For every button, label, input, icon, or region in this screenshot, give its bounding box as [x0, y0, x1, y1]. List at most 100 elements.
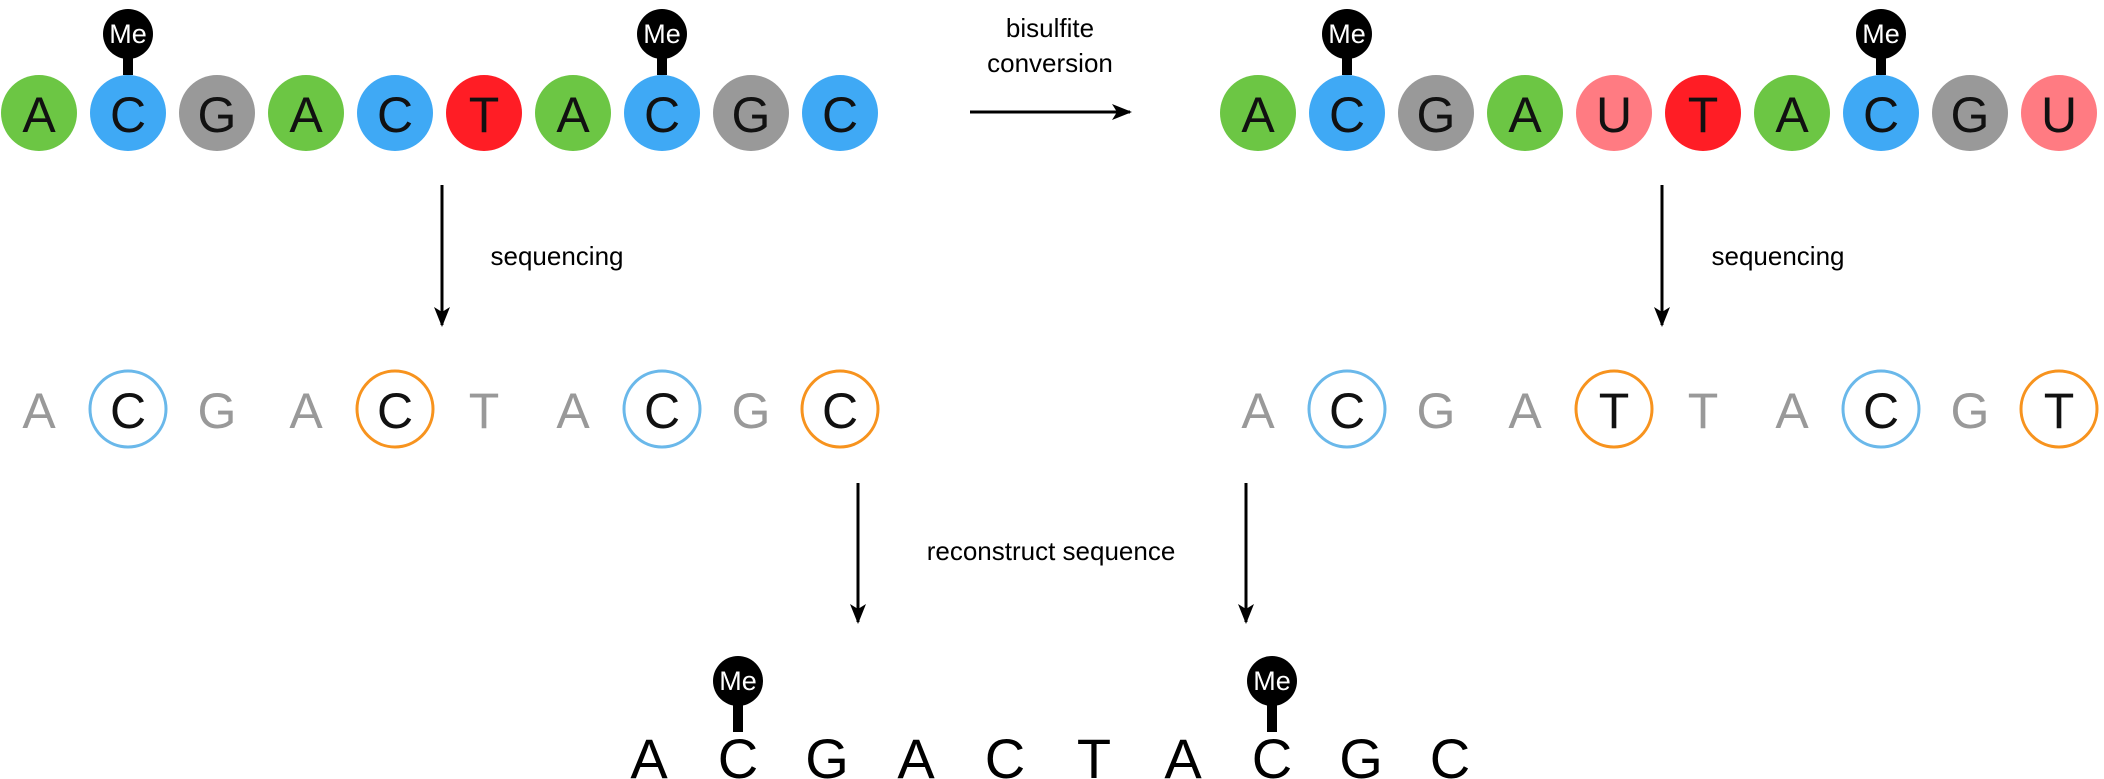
original-bead-4 [268, 75, 344, 151]
converted-base-9: G [1932, 75, 2008, 151]
read-left-base-5: C [355, 369, 435, 449]
reconstructed-letter-1: A [630, 727, 668, 779]
original-letter-10: C [822, 87, 858, 143]
read-right-unmethylated-ring-10 [2019, 369, 2099, 449]
reconstructed-me-8-circle [1247, 656, 1297, 706]
original-bead-1 [1, 75, 77, 151]
reconstructed-base-6: T [1077, 727, 1111, 779]
converted-bead-9 [1932, 75, 2008, 151]
original-bead-10 [802, 75, 878, 151]
read-left-letter-8: C [644, 383, 680, 439]
read-left-base-7: A [556, 383, 590, 439]
reconstructed-me-2-label: Me [719, 666, 757, 696]
reconstructed-letter-3: G [805, 727, 849, 779]
converted-bead-8 [1843, 75, 1919, 151]
read-left-unmethylated-ring-5 [355, 369, 435, 449]
converted-bead-6 [1665, 75, 1741, 151]
read-left-letter-10: C [822, 383, 858, 439]
converted-base-10: U [2021, 75, 2097, 151]
sequencing-label-right: sequencing [1712, 241, 1845, 271]
converted-base-8: C Me [1843, 9, 1919, 151]
converted-base-2: C Me [1309, 9, 1385, 151]
read-left-letter-2: C [110, 383, 146, 439]
converted-letter-4: A [1508, 87, 1542, 143]
original-base-3: G [179, 75, 255, 151]
reconstructed-base-3: G [805, 727, 849, 779]
converted-letter-3: G [1417, 87, 1456, 143]
original-bead-5 [357, 75, 433, 151]
converted-letter-9: G [1951, 87, 1990, 143]
reconstructed-letter-6: T [1077, 727, 1111, 779]
read-right-unmethylated-ring-5 [1574, 369, 1654, 449]
original-base-9: G [713, 75, 789, 151]
original-bead-2 [90, 75, 166, 151]
reconstructed-letter-2: C [718, 727, 758, 779]
converted-me-2-circle [1322, 9, 1372, 59]
converted-bead-4 [1487, 75, 1563, 151]
bisulfite-label: bisulfite [1006, 13, 1094, 43]
original-base-2: CMe [90, 9, 166, 151]
original-me-2-label: Me [109, 19, 147, 49]
reconstructed-base-8: CMe [1247, 656, 1297, 779]
converted-letter-1: A [1241, 87, 1275, 143]
read-left-methylated-ring-2 [88, 369, 168, 449]
read-right-base-8: C [1841, 369, 1921, 449]
original-base-6: T [446, 75, 522, 151]
original-letter-4: A [289, 87, 323, 143]
converted-bead-1 [1220, 75, 1296, 151]
reconstructed-base-2: C Me [713, 656, 763, 779]
read-left-base-8: C [622, 369, 702, 449]
reconstructed-base-1: A [630, 727, 668, 779]
read-left-letter-7: A [556, 383, 590, 439]
read-right-base-1: A [1241, 383, 1275, 439]
read-left-base-6: T [469, 383, 500, 439]
converted-bead-10 [2021, 75, 2097, 151]
read-left-base-9: G [732, 383, 771, 439]
read-left-base-10: C [800, 369, 880, 449]
converted-bead-3 [1398, 75, 1474, 151]
converted-me-8-label: Me [1862, 19, 1900, 49]
read-left-letter-5: C [377, 383, 413, 439]
converted-base-3: G [1398, 75, 1474, 151]
converted-letter-5: U [1596, 87, 1632, 143]
converted-letter-2: C [1329, 87, 1365, 143]
original-bead-9 [713, 75, 789, 151]
original-base-7: A [535, 75, 611, 151]
conversion-label: conversion [987, 48, 1113, 78]
read-right-base-7: A [1775, 383, 1809, 439]
read-right-letter-1: A [1241, 383, 1275, 439]
read-right-base-9: G [1951, 383, 1990, 439]
reconstructed-letter-9: G [1339, 727, 1383, 779]
read-right-base-4: A [1508, 383, 1542, 439]
converted-base-6: T [1665, 75, 1741, 151]
reconstructed-letter-7: A [1164, 727, 1202, 779]
original-letter-1: A [22, 87, 56, 143]
original-me-2-circle [103, 9, 153, 59]
original-letter-5: C [377, 87, 413, 143]
sequencing-label-left: sequencing [491, 241, 624, 271]
reconstructed-base-7: A [1164, 727, 1202, 779]
read-right-letter-6: T [1688, 383, 1719, 439]
original-bead-7 [535, 75, 611, 151]
original-bead-8 [624, 75, 700, 151]
read-right-base-6: T [1688, 383, 1719, 439]
read-right-letter-7: A [1775, 383, 1809, 439]
original-letter-8: C [644, 87, 680, 143]
read-right-letter-8: C [1863, 383, 1899, 439]
converted-letter-8: C [1863, 87, 1899, 143]
read-left-letter-6: T [469, 383, 500, 439]
read-left-letter-4: A [289, 383, 323, 439]
read-right-base-2: C [1307, 369, 1387, 449]
converted-letter-7: A [1775, 87, 1809, 143]
original-me-8-circle [637, 9, 687, 59]
read-left-letter-1: A [22, 383, 56, 439]
read-left-unmethylated-ring-10 [800, 369, 880, 449]
reconstruct-label: reconstruct sequence [927, 536, 1176, 566]
converted-me-2-label: Me [1328, 19, 1366, 49]
read-right-letter-10: T [2044, 383, 2075, 439]
read-right-base-3: G [1417, 383, 1456, 439]
reconstructed-letter-10: C [1430, 727, 1470, 779]
